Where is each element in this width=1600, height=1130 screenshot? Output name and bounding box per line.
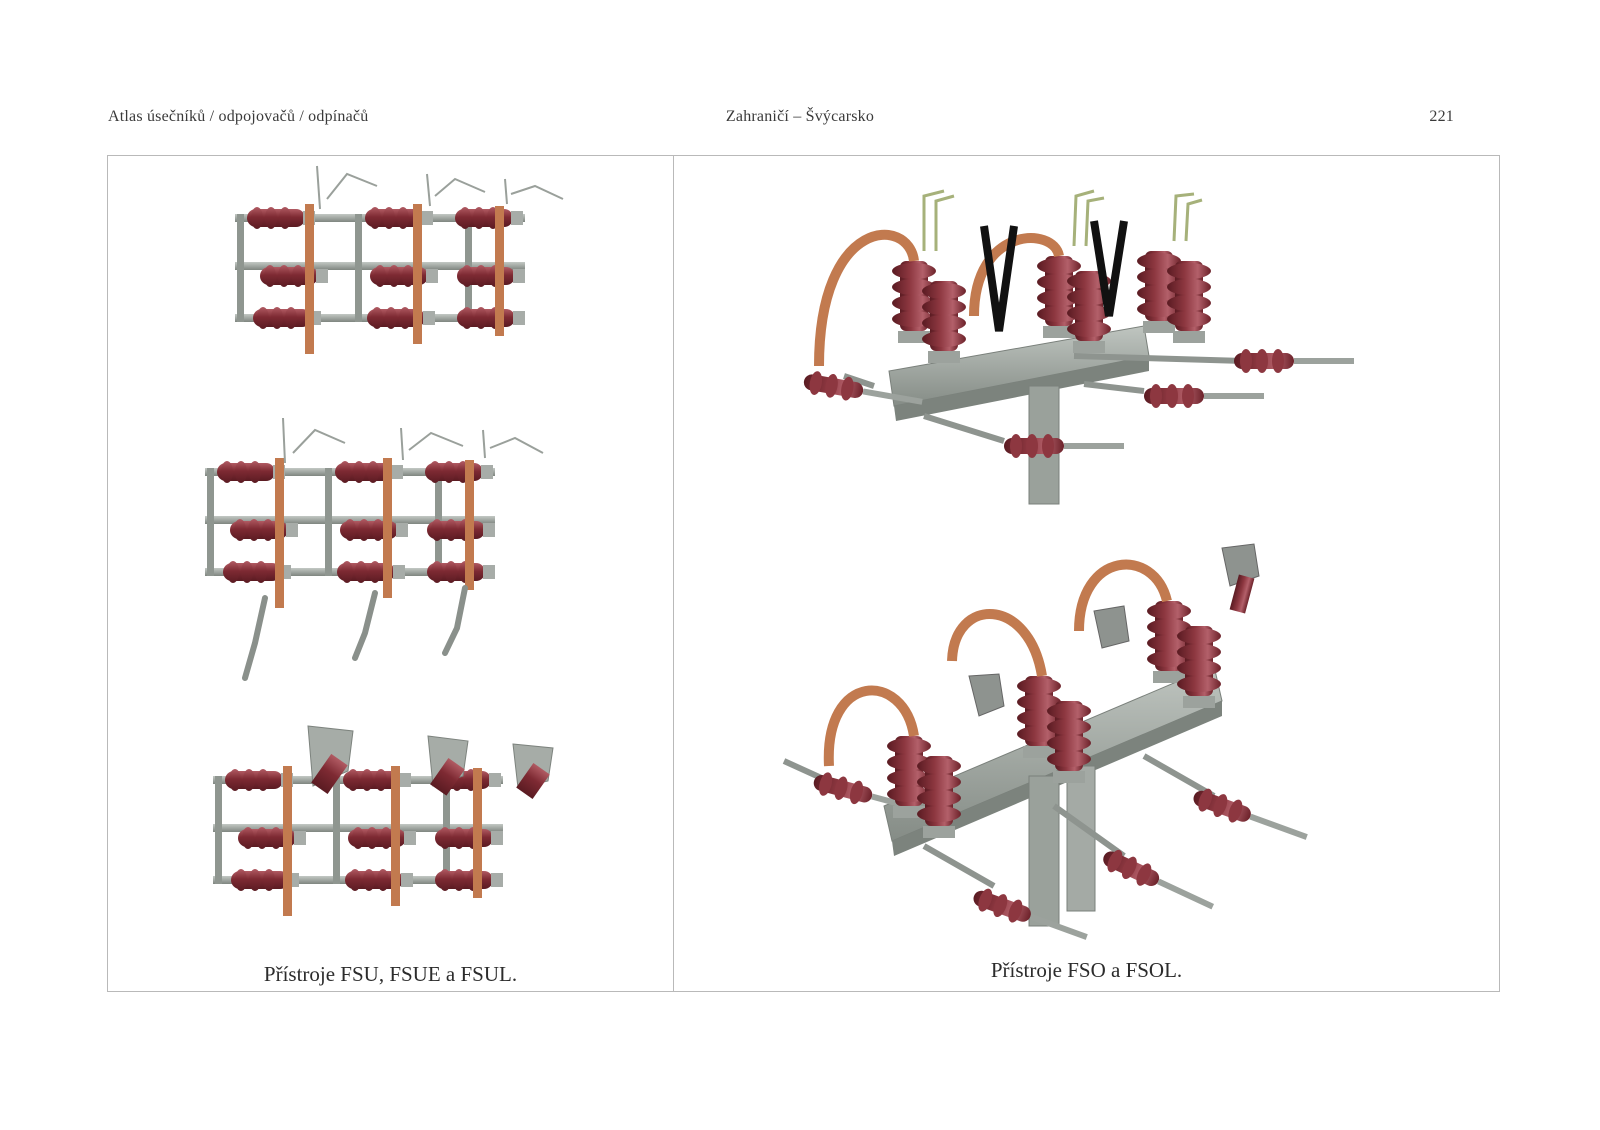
right-figure-panel: Přístroje FSO a FSOL. [673, 155, 1500, 992]
right-caption: Přístroje FSO a FSOL. [990, 958, 1183, 982]
left-caption: Přístroje FSU, FSUE a FSUL. [263, 962, 518, 986]
fso-switch-illustrations [782, 189, 1354, 949]
left-figure-panel: Přístroje FSU, FSUE a FSUL. [107, 155, 674, 992]
fsu-switch-illustrations [108, 165, 564, 956]
running-header-title: Atlas úsečníků / odpojovačů / odpínačů [108, 108, 369, 125]
running-header-section: Zahraničí – Švýcarsko [725, 108, 875, 125]
page-number: 221 [1429, 108, 1454, 125]
